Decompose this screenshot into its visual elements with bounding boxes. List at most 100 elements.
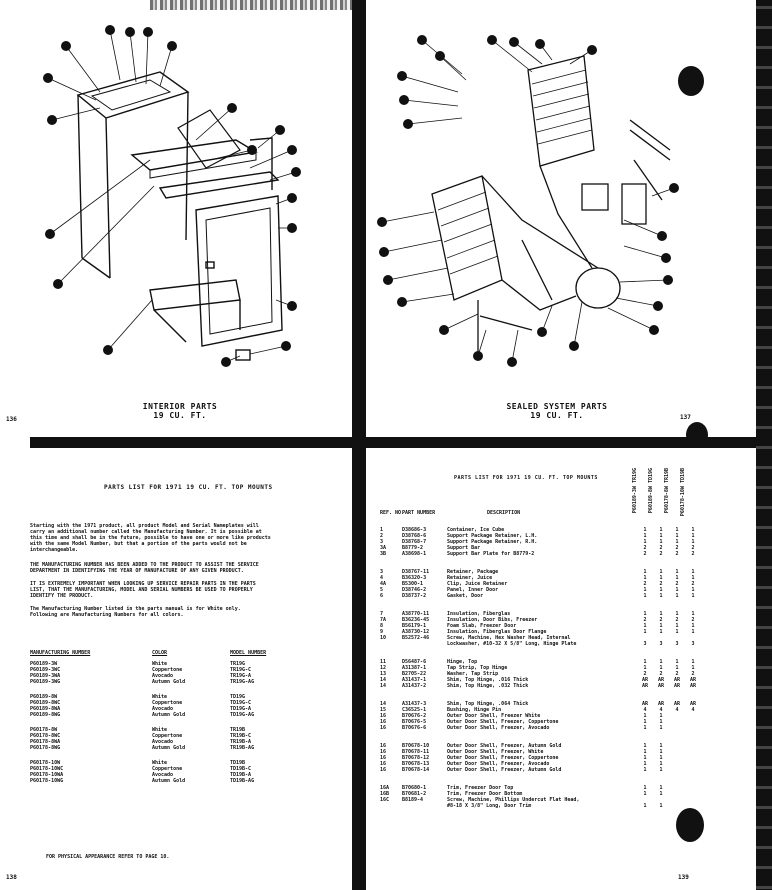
table-cell: 1 bbox=[659, 575, 663, 581]
caption-line-1: SEALED SYSTEM PARTS bbox=[506, 402, 608, 411]
intro-paragraph-3: IT IS EXTREMELY IMPORTANT WHEN LOOKING U… bbox=[30, 581, 340, 599]
table-cell: B8779-2 bbox=[402, 545, 424, 551]
table-cell: 2 bbox=[691, 545, 695, 551]
table-cell: Clip, Juice Retainer bbox=[447, 581, 508, 587]
table-cell: 1 bbox=[643, 569, 647, 575]
table-cell: 3A bbox=[380, 545, 387, 551]
table-cell: AR bbox=[689, 701, 697, 707]
table-cell: P60178-10WG bbox=[30, 778, 64, 784]
table-cell: Tap Strip, Top Hinge bbox=[447, 665, 508, 671]
table-cell: 1 bbox=[659, 725, 663, 731]
interior-parts-caption: INTERIOR PARTS 19 CU. FT. bbox=[110, 402, 250, 420]
table-cell: 1 bbox=[643, 587, 647, 593]
scan-center-horizontal-bar bbox=[30, 437, 772, 448]
table-cell: 2 bbox=[659, 671, 663, 677]
table-cell: 1 bbox=[659, 755, 663, 761]
table-cell: 7 bbox=[380, 611, 384, 617]
table-cell: 1 bbox=[691, 539, 695, 545]
column-header: PART NUMBER bbox=[402, 510, 436, 516]
table-cell: A38770-11 bbox=[402, 611, 430, 617]
table-cell: TD19B bbox=[230, 760, 246, 766]
sealed-system-caption: SEALED SYSTEM PARTS 19 CU. FT. bbox=[482, 402, 632, 420]
table-cell: 1 bbox=[659, 767, 663, 773]
table-cell: 1 bbox=[675, 533, 679, 539]
table-cell: 1 bbox=[659, 593, 663, 599]
table-cell: 2 bbox=[675, 581, 679, 587]
table-cell: 1 bbox=[691, 533, 695, 539]
table-cell: 1 bbox=[659, 533, 663, 539]
table-cell: 9 bbox=[380, 629, 384, 635]
table-cell bbox=[402, 641, 447, 647]
table-cell: A31437-1 bbox=[402, 677, 427, 683]
scan-right-edge bbox=[756, 0, 772, 890]
table-cell: B70678-13 bbox=[402, 761, 430, 767]
page-number: 138 bbox=[6, 874, 17, 881]
table-cell: 14 bbox=[380, 677, 387, 683]
table-cell: TR19B-A bbox=[230, 739, 252, 745]
table-cell: Outer Door Shell, Freezer, Avocado bbox=[447, 761, 550, 767]
table-cell: 1 bbox=[659, 611, 663, 617]
table-cell: TD19B-A bbox=[230, 772, 252, 778]
table-cell: 1 bbox=[643, 785, 647, 791]
page-title: PARTS LIST FOR 1971 19 CU. FT. TOP MOUNT… bbox=[104, 484, 273, 491]
table-cell: 2 bbox=[643, 581, 647, 587]
table-cell: 1 bbox=[659, 569, 663, 575]
table-cell: Gasket, Door bbox=[447, 593, 484, 599]
table-cell: Outer Door Shell, Freezer, Autumn Gold bbox=[447, 743, 562, 749]
table-cell: D56487-6 bbox=[402, 659, 427, 665]
table-cell: AR bbox=[689, 677, 697, 683]
table-cell: 2 bbox=[643, 617, 647, 623]
table-cell: A31437-3 bbox=[402, 701, 427, 707]
table-cell: 1 bbox=[659, 629, 663, 635]
table-cell: Insulation, Fiberglas bbox=[447, 611, 511, 617]
table-cell: P60189-8W bbox=[30, 694, 58, 700]
table-cell: White bbox=[152, 661, 168, 667]
table-cell: 1 bbox=[691, 611, 695, 617]
table-cell: #8-18 X 3/8" Long, Door Trim bbox=[447, 803, 532, 809]
table-cell: 1 bbox=[643, 575, 647, 581]
table-cell: 1 bbox=[675, 575, 679, 581]
table-cell: 1 bbox=[659, 791, 663, 797]
table-cell: B70681-2 bbox=[402, 791, 427, 797]
table-cell: White bbox=[152, 694, 168, 700]
table-cell: 1 bbox=[691, 527, 695, 533]
table-cell: 1 bbox=[675, 659, 679, 665]
table-cell: AR bbox=[657, 683, 665, 689]
table-cell: 1 bbox=[643, 629, 647, 635]
table-cell: 1 bbox=[643, 533, 647, 539]
table-cell: TR19B bbox=[230, 727, 246, 733]
table-cell: Outer Door Shell, Freezer, Coppertone bbox=[447, 755, 559, 761]
table-cell: P60189-3W bbox=[30, 661, 58, 667]
table-cell: 2 bbox=[659, 617, 663, 623]
table-cell: B70678-11 bbox=[402, 749, 430, 755]
table-cell: 1 bbox=[691, 665, 695, 671]
table-cell: 1 bbox=[643, 761, 647, 767]
table-cell: D38737-2 bbox=[402, 593, 427, 599]
table-cell: 1 bbox=[691, 587, 695, 593]
table-cell: P60189-8WG bbox=[30, 712, 61, 718]
table-cell: AR bbox=[641, 701, 649, 707]
table-cell: 1 bbox=[659, 659, 663, 665]
binder-hole-bottom bbox=[676, 808, 704, 842]
table-cell: D38746-2 bbox=[402, 587, 427, 593]
table-cell: 1 bbox=[659, 719, 663, 725]
page-number: 137 bbox=[680, 414, 691, 421]
table-cell: 1 bbox=[659, 527, 663, 533]
table-cell: B56179-1 bbox=[402, 623, 427, 629]
table-cell: 16 bbox=[380, 749, 387, 755]
